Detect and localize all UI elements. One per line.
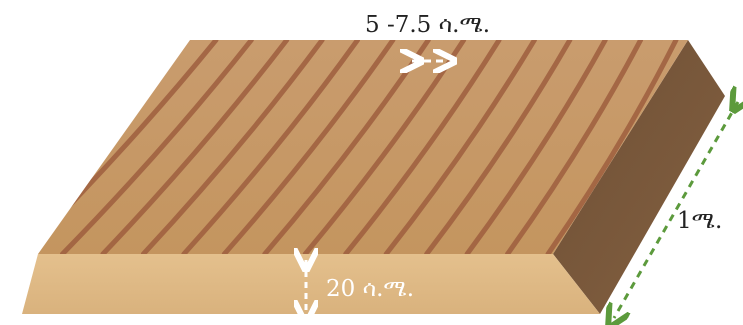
furrow-lines — [38, 40, 679, 254]
bed-top-face — [38, 40, 688, 254]
furrow-line — [221, 40, 396, 254]
furrow-line — [140, 40, 325, 254]
width-arrow — [614, 102, 738, 318]
furrow-line — [100, 40, 290, 254]
bed-front-face — [22, 254, 600, 314]
furrow-line — [59, 40, 254, 254]
height-label: 20 ሳ.ሜ. — [326, 276, 414, 302]
furrow-line — [343, 40, 502, 254]
furrow-line — [383, 40, 537, 254]
furrow-line — [464, 40, 608, 254]
furrow-line — [424, 40, 573, 254]
spacing-label: 5 -7.5 ሳ.ሜ. — [365, 12, 490, 38]
furrow-line — [505, 40, 644, 254]
width-label: 1ሜ. — [677, 208, 722, 234]
furrow-line — [181, 40, 361, 254]
